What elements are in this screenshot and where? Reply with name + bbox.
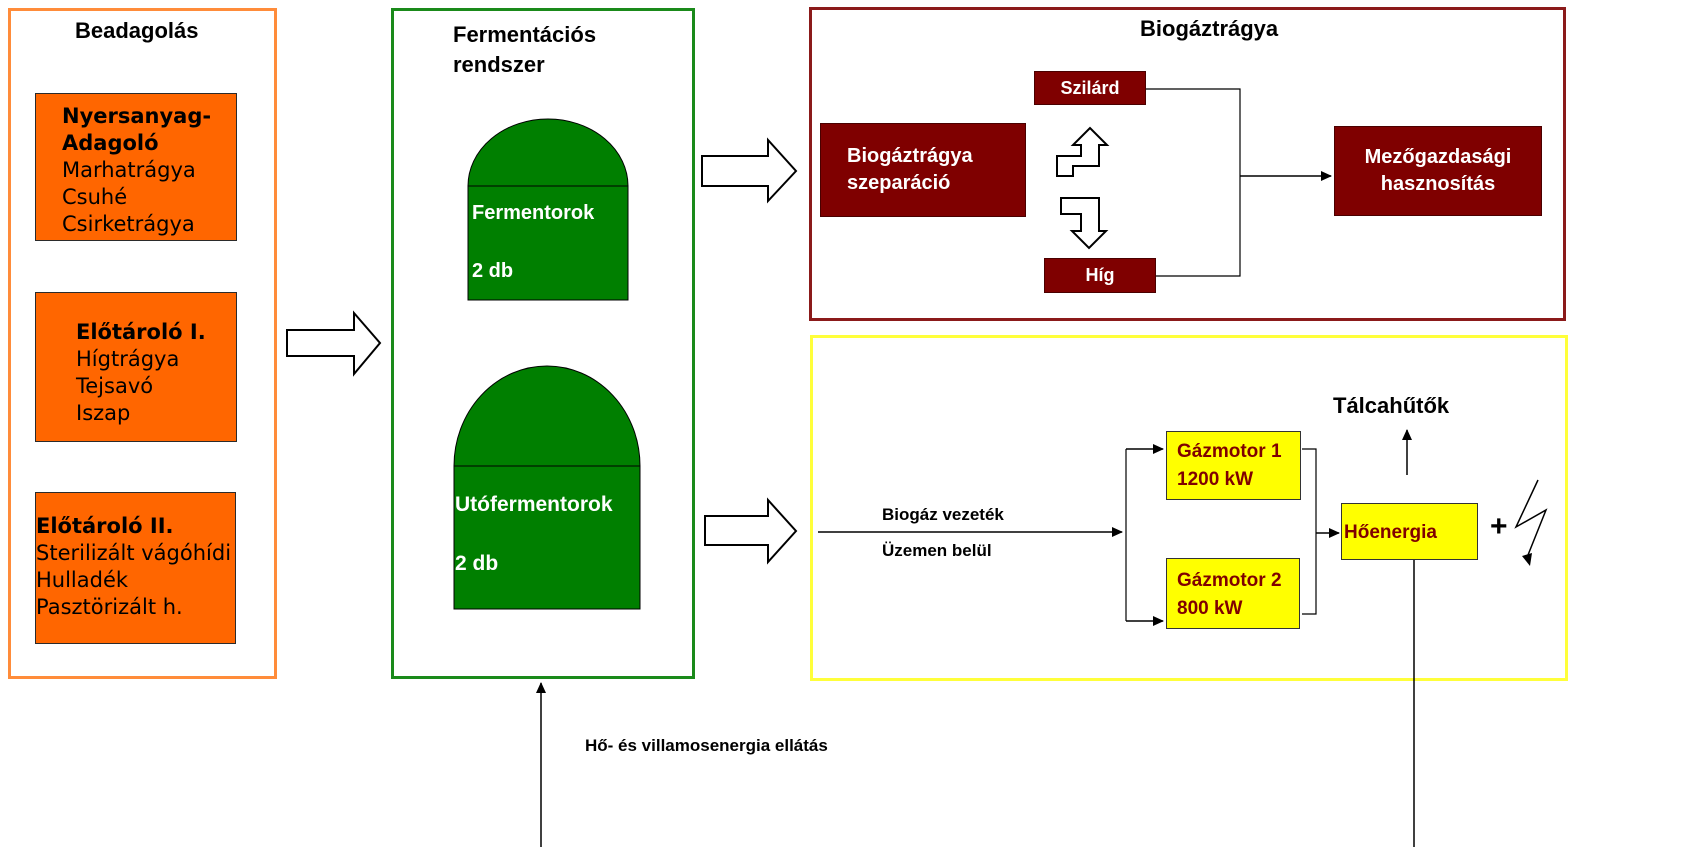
engine-1-power: 1200 kW bbox=[1177, 469, 1254, 490]
solid-connector bbox=[1146, 88, 1241, 277]
engine-2-power: 800 kW bbox=[1177, 598, 1243, 619]
agri-label-2: hasznosítás bbox=[1380, 173, 1496, 195]
pre-storage-2-box: Előtároló II. Sterilizált vágóhídi Hulla… bbox=[35, 492, 236, 644]
agri-label-1: Mezőgazdasági bbox=[1364, 146, 1512, 168]
fermentation-to-energy-arrow bbox=[704, 497, 798, 565]
list-item: Sterilizált vágóhídi bbox=[36, 541, 232, 565]
pre-storage-2-title: Előtároló II. bbox=[36, 514, 174, 538]
raw-material-feeder-title: Nyersanyag- bbox=[62, 104, 212, 128]
gas-engine-2-box: Gázmotor 2 800 kW bbox=[1166, 558, 1300, 629]
feeding-title: Beadagolás bbox=[75, 18, 199, 43]
separation-label-2: szeparáció bbox=[847, 172, 951, 194]
fermentation-to-digestate-arrow bbox=[701, 137, 798, 204]
separation-label-1: Biogáztrágya bbox=[847, 145, 973, 167]
list-item: Hulladék bbox=[36, 568, 129, 592]
raw-material-feeder-box: Nyersanyag- Adagoló Marhatrágya Csuhé Cs… bbox=[35, 93, 237, 241]
list-item: Pasztörizált h. bbox=[36, 595, 183, 619]
list-item: Csirketrágya bbox=[62, 212, 195, 236]
biogas-pipe-label: Biogáz vezeték bbox=[882, 505, 1004, 524]
energy-supply-label: Hő- és villamosenergia ellátás bbox=[585, 736, 828, 755]
fermentation-title-line1: Fermentációs bbox=[453, 22, 597, 47]
digestate-separation-box: Biogáztrágya szeparáció bbox=[820, 123, 1026, 217]
post-fermenter-count: 2 db bbox=[455, 552, 499, 575]
list-item: Iszap bbox=[76, 401, 131, 425]
engine-1-name: Gázmotor 1 bbox=[1177, 441, 1282, 462]
fermentation-title-line2: rendszer bbox=[453, 52, 545, 77]
tray-coolers-label: Tálcahűtők bbox=[1333, 393, 1450, 418]
pre-storage-1-box: Előtároló I. Hígtrágya Tejsavó Iszap bbox=[35, 292, 237, 442]
pre-storage-1-title: Előtároló I. bbox=[76, 320, 206, 344]
solid-up-arrow bbox=[1056, 126, 1110, 177]
agricultural-use-box: Mezőgazdasági hasznosítás bbox=[1334, 126, 1542, 216]
raw-material-feeder-title-2: Adagoló bbox=[62, 131, 159, 155]
digestate-title: Biogáztrágya bbox=[1140, 16, 1279, 41]
fermenter-label: Fermentorok bbox=[472, 202, 595, 224]
in-plant-label: Üzemen belül bbox=[882, 541, 992, 560]
post-fermenter-label: Utófermentorok bbox=[455, 493, 613, 516]
list-item: Csuhé bbox=[62, 185, 128, 209]
liquid-fraction-box: Híg bbox=[1044, 258, 1156, 293]
fermenter-count: 2 db bbox=[472, 260, 514, 282]
post-fermenter-tank bbox=[453, 365, 641, 610]
plus-sign: + bbox=[1490, 510, 1508, 543]
lightning-icon bbox=[1514, 479, 1548, 566]
list-item: Tejsavó bbox=[76, 374, 154, 398]
list-item: Marhatrágya bbox=[62, 158, 196, 182]
solid-fraction-box: Szilárd bbox=[1034, 71, 1146, 105]
liquid-down-arrow bbox=[1060, 197, 1109, 250]
fermentation-title: Fermentációs rendszer bbox=[453, 20, 596, 80]
heat-energy-box: Hőenergia bbox=[1341, 503, 1478, 560]
fermenter-tank bbox=[467, 118, 629, 301]
list-item: Hígtrágya bbox=[76, 347, 180, 371]
engine-2-name: Gázmotor 2 bbox=[1177, 570, 1282, 591]
gas-engine-1-box: Gázmotor 1 1200 kW bbox=[1166, 431, 1301, 500]
feed-to-fermentation-arrow bbox=[286, 310, 382, 377]
